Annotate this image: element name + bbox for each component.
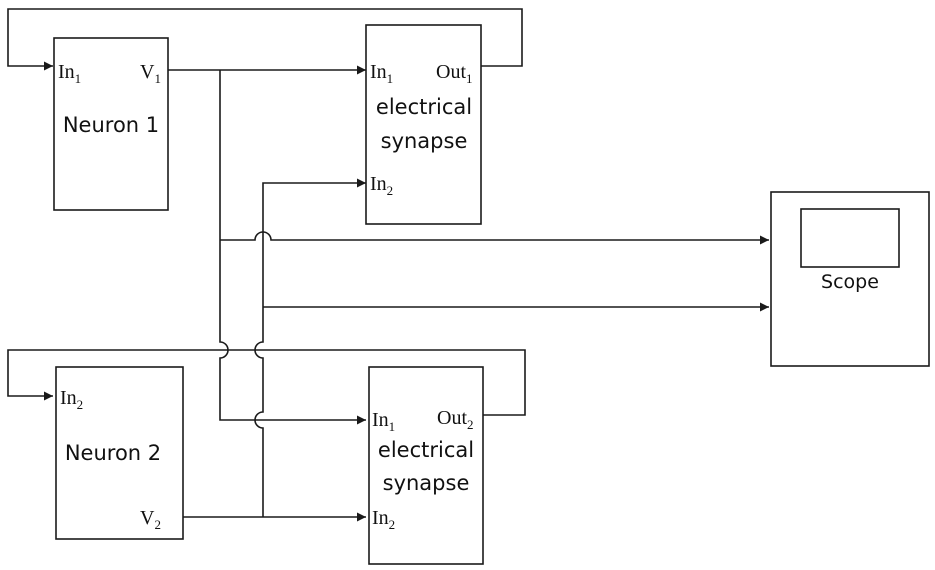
neuron2-out-port-label: V2	[140, 507, 161, 532]
neuron1-box	[53, 37, 169, 211]
scope-box	[770, 191, 930, 367]
wire-v2-to-synapse1-in2	[254, 178, 366, 517]
neuron1-in-port-label: In1	[58, 61, 81, 86]
synapse2-in2-port-label: In2	[372, 507, 395, 532]
wires	[7, 8, 769, 522]
synapse2-title-line1: electrical	[378, 438, 474, 462]
synapse2-in1-port-label: In1	[372, 409, 395, 434]
wire-v1-to-scope	[220, 231, 769, 245]
wire-synapse2-out-to-neuron2-in	[7, 349, 526, 416]
synapse2-title-line2: synapse	[383, 471, 470, 495]
synapse1-in1-port-label: In1	[370, 61, 393, 86]
neuron1-out-port-label: V1	[140, 61, 161, 86]
synapse2-block[interactable]: In1 Out2 electrical synapse In2	[368, 366, 484, 565]
scope-block[interactable]: Scope	[770, 191, 930, 367]
neuron2-box	[55, 366, 184, 540]
synapse1-box	[365, 24, 482, 225]
synapse1-title-line2: synapse	[381, 129, 468, 153]
synapse1-block[interactable]: In1 Out1 electrical synapse In2	[365, 24, 482, 225]
synapse1-title-line1: electrical	[376, 95, 472, 119]
synapse2-box	[368, 366, 484, 565]
synapse2-out-port-label: Out2	[437, 407, 474, 432]
wire-synapse1-out-to-neuron1-in	[7, 8, 523, 71]
neuron2-title: Neuron 2	[65, 441, 161, 465]
neuron1-block[interactable]: In1 V1 Neuron 1	[53, 37, 169, 211]
synapse1-in2-port-label: In2	[370, 173, 393, 198]
neuron1-title: Neuron 1	[63, 113, 159, 137]
scope-title: Scope	[821, 271, 879, 293]
synapse1-out-port-label: Out1	[436, 61, 473, 86]
scope-screen-icon	[800, 208, 900, 268]
wire-v1-to-synapse2-in1	[219, 70, 366, 425]
neuron2-in-port-label: In2	[60, 387, 83, 412]
neuron2-block[interactable]: In2 Neuron 2 V2	[55, 366, 184, 540]
